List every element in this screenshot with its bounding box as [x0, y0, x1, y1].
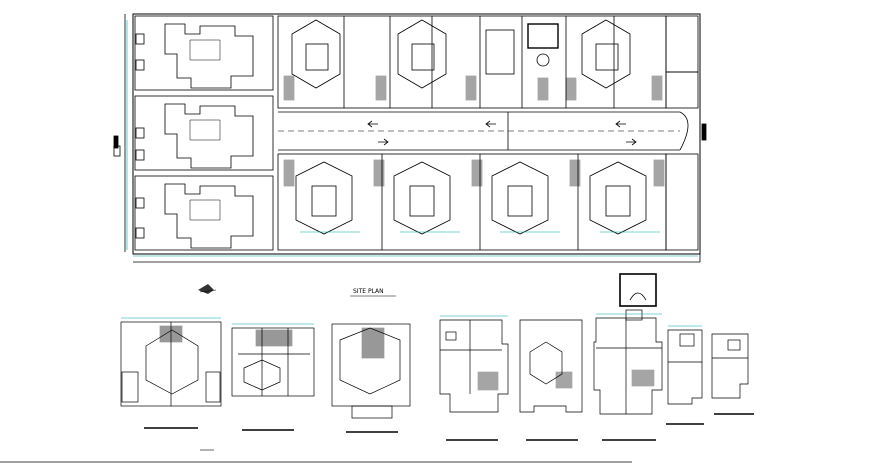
detail-box: [619, 273, 657, 307]
unit-plan-5: [519, 319, 583, 441]
site-plan-title-group: SITE PLAN: [350, 288, 396, 297]
site-plan-title: SITE PLAN: [353, 288, 384, 295]
unit-plan-6: [593, 309, 663, 441]
unit-plan-1: [120, 321, 222, 429]
lower-townhouse-row: [277, 153, 699, 251]
site-plan: [113, 13, 707, 263]
upper-townhouse-row: [277, 15, 699, 109]
site-dimension-marks: [126, 20, 698, 257]
unit-plan-8: [711, 333, 754, 415]
unit-plan-4: [439, 319, 509, 441]
unit-plan-3: [331, 323, 411, 433]
internal-road: [113, 111, 707, 151]
unit-plan-7: [666, 329, 704, 425]
north-arrow-icon: [198, 284, 217, 294]
plan-dimension-marks: [121, 313, 702, 327]
unit-plan-2: [231, 327, 315, 431]
left-villa-blocks: [113, 15, 274, 251]
